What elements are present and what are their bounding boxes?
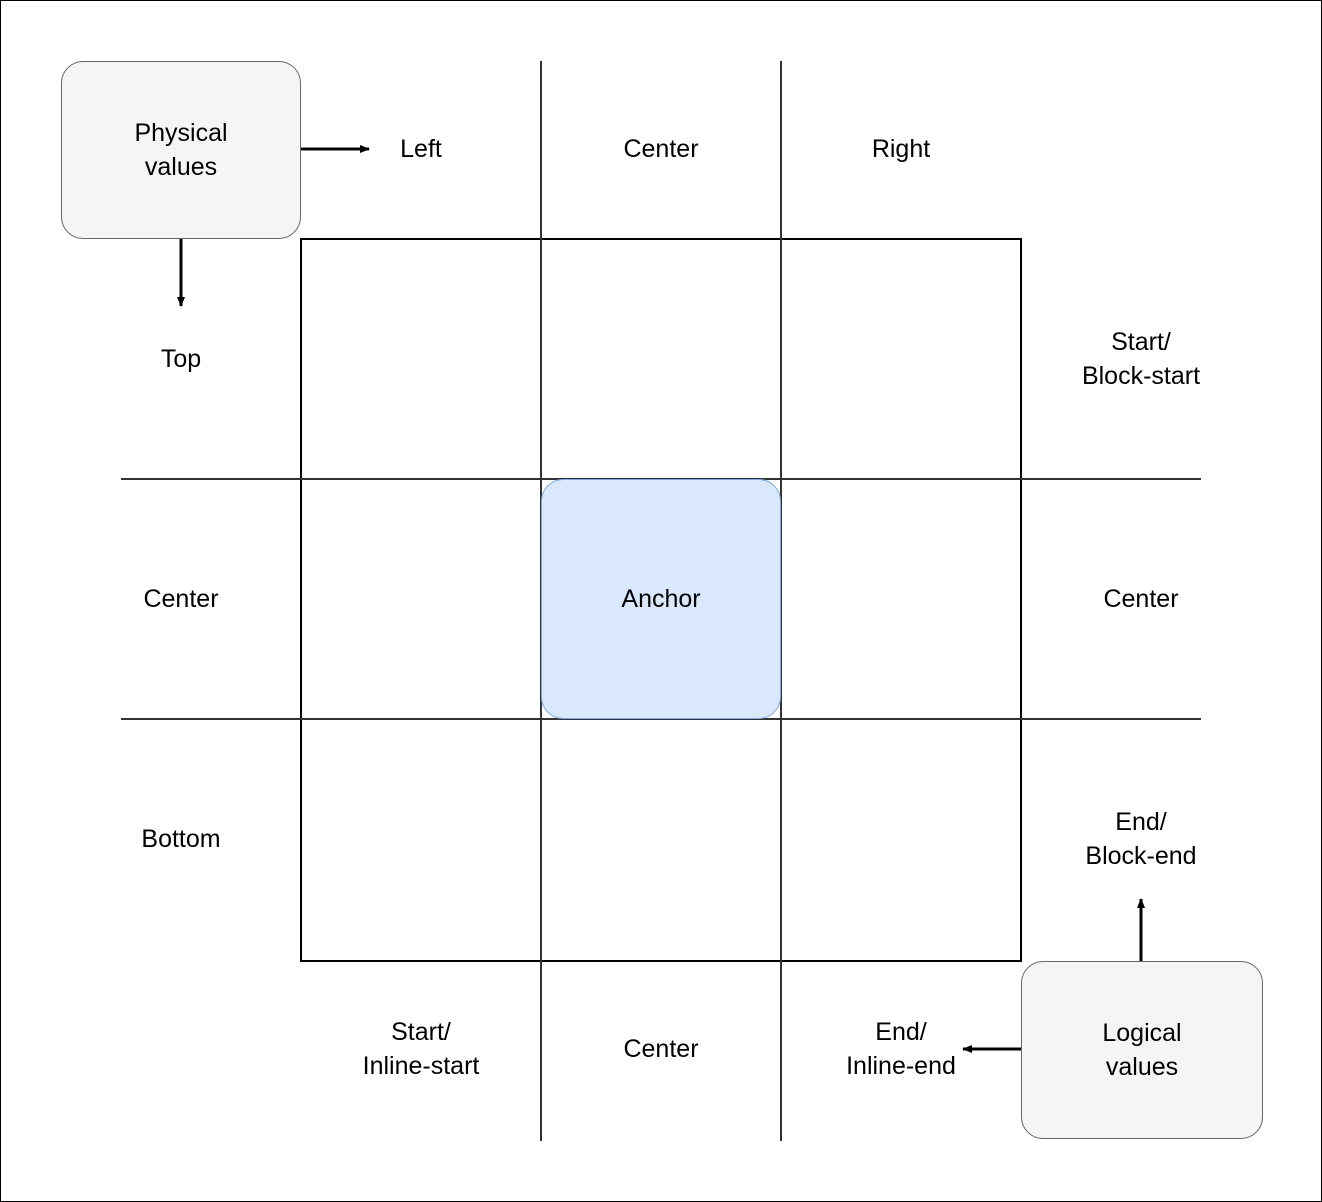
axis-left-label-bottom: Bottom bbox=[141, 825, 221, 853]
axis-right-label-block-end: End/ Block-end bbox=[1085, 808, 1197, 870]
axis-top-label-center: Center bbox=[623, 135, 699, 163]
axis-top-label-right: Right bbox=[871, 135, 931, 163]
axis-top-label-left: Left bbox=[400, 135, 442, 163]
legend-physical-values-label: Physical values bbox=[134, 119, 228, 181]
axis-right-label-center: Center bbox=[1103, 585, 1179, 613]
axis-left-label-top: Top bbox=[160, 345, 202, 373]
anchor-box[interactable]: Anchor bbox=[541, 479, 781, 719]
axis-bottom-label-center: Center bbox=[623, 1035, 699, 1063]
legend-logical-values-box[interactable]: Logical values bbox=[1021, 961, 1263, 1139]
anchor-label: Anchor bbox=[621, 585, 701, 613]
axis-bottom-label-inline-end: End/ Inline-end bbox=[846, 1018, 956, 1080]
axis-bottom-label-inline-start: Start/ Inline-start bbox=[362, 1018, 480, 1080]
legend-logical-values-label: Logical values bbox=[1102, 1019, 1182, 1081]
legend-physical-values-box[interactable]: Physical values bbox=[61, 61, 301, 239]
axis-left-label-center: Center bbox=[143, 585, 219, 613]
axis-right-label-block-start: Start/ Block-start bbox=[1081, 328, 1201, 390]
grid-outer-rect bbox=[300, 238, 1022, 962]
